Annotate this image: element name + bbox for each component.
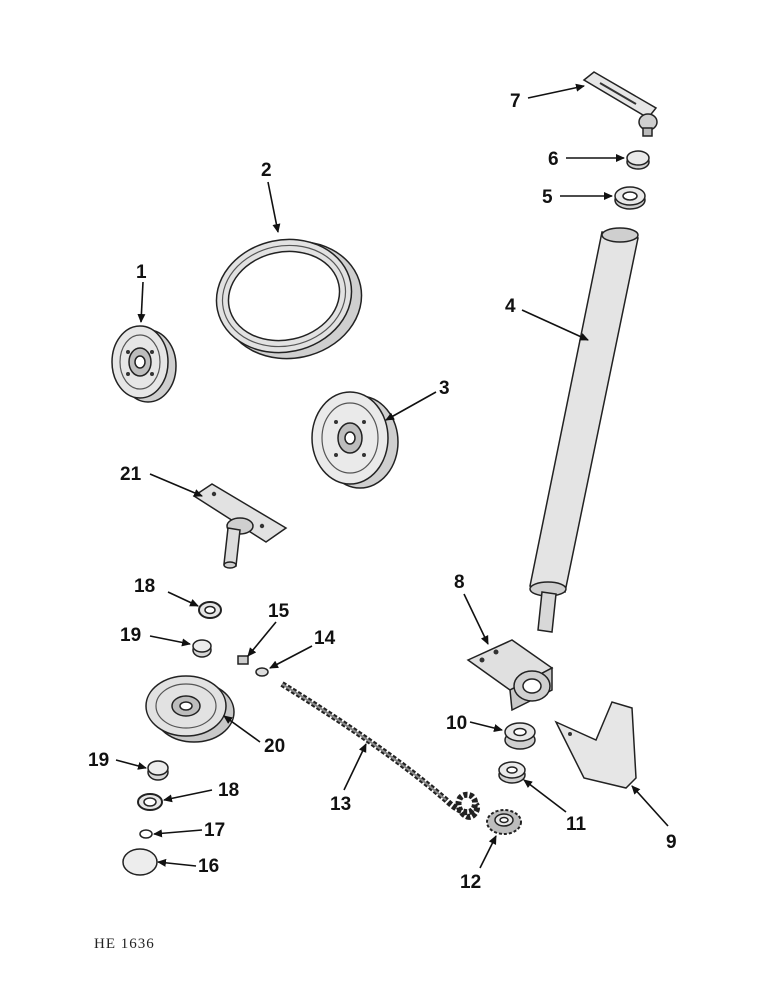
part-10-bearing	[504, 722, 536, 750]
part-11-collar	[498, 761, 526, 784]
callout-12: 12	[460, 872, 481, 893]
part-2-large-pulley	[215, 238, 363, 360]
part-18-seal-lower	[137, 793, 163, 811]
callout-15: 15	[268, 601, 290, 622]
part-19-bearing-upper	[192, 639, 212, 658]
part-15-clip	[237, 655, 249, 665]
callout-19-lower: 19	[88, 750, 109, 771]
callout-10: 10	[446, 713, 467, 734]
part-16-cap	[122, 848, 158, 876]
figure-code: HE 1636	[94, 936, 155, 952]
part-6-bearing-cap	[626, 150, 650, 170]
part-18-seal-upper	[198, 601, 222, 619]
callout-7: 7	[510, 91, 521, 112]
callout-2: 2	[261, 160, 272, 181]
part-14-link	[255, 667, 269, 677]
part-9-shield	[554, 701, 637, 789]
part-13-chain	[280, 681, 480, 820]
callout-19-upper: 19	[120, 625, 141, 646]
part-8-bracket	[466, 639, 554, 712]
callout-1: 1	[136, 262, 147, 283]
callout-21: 21	[120, 464, 142, 485]
part-5-bearing	[614, 186, 646, 210]
callout-labels: 1 2 3 4 5 6 7 8 9 10 11 12 13 14 15 16 1…	[88, 91, 677, 893]
callout-5: 5	[542, 187, 553, 208]
callout-18-upper: 18	[134, 576, 155, 597]
part-19-bearing-lower	[147, 760, 169, 781]
leader-lines	[115, 83, 669, 869]
callout-18-lower: 18	[218, 780, 239, 801]
callout-20: 20	[264, 736, 285, 757]
callout-8: 8	[454, 572, 465, 593]
part-4-roller-tube	[529, 227, 639, 633]
part-12-sprocket	[486, 809, 522, 835]
callout-17: 17	[204, 820, 225, 841]
callout-11: 11	[566, 814, 587, 835]
callout-4: 4	[505, 296, 516, 317]
callout-16: 16	[198, 856, 219, 877]
part-1-small-pulley	[111, 325, 177, 403]
part-17-snap-ring	[139, 829, 153, 839]
callout-3: 3	[439, 378, 450, 399]
part-3-pulley	[311, 391, 399, 489]
part-20-idler-pulley	[145, 675, 235, 743]
callout-13: 13	[330, 794, 351, 815]
part-7-arm	[582, 71, 658, 137]
part-21-idler-bracket	[192, 483, 288, 569]
callout-9: 9	[666, 832, 677, 853]
callout-14: 14	[314, 628, 336, 649]
callout-6: 6	[548, 149, 559, 170]
